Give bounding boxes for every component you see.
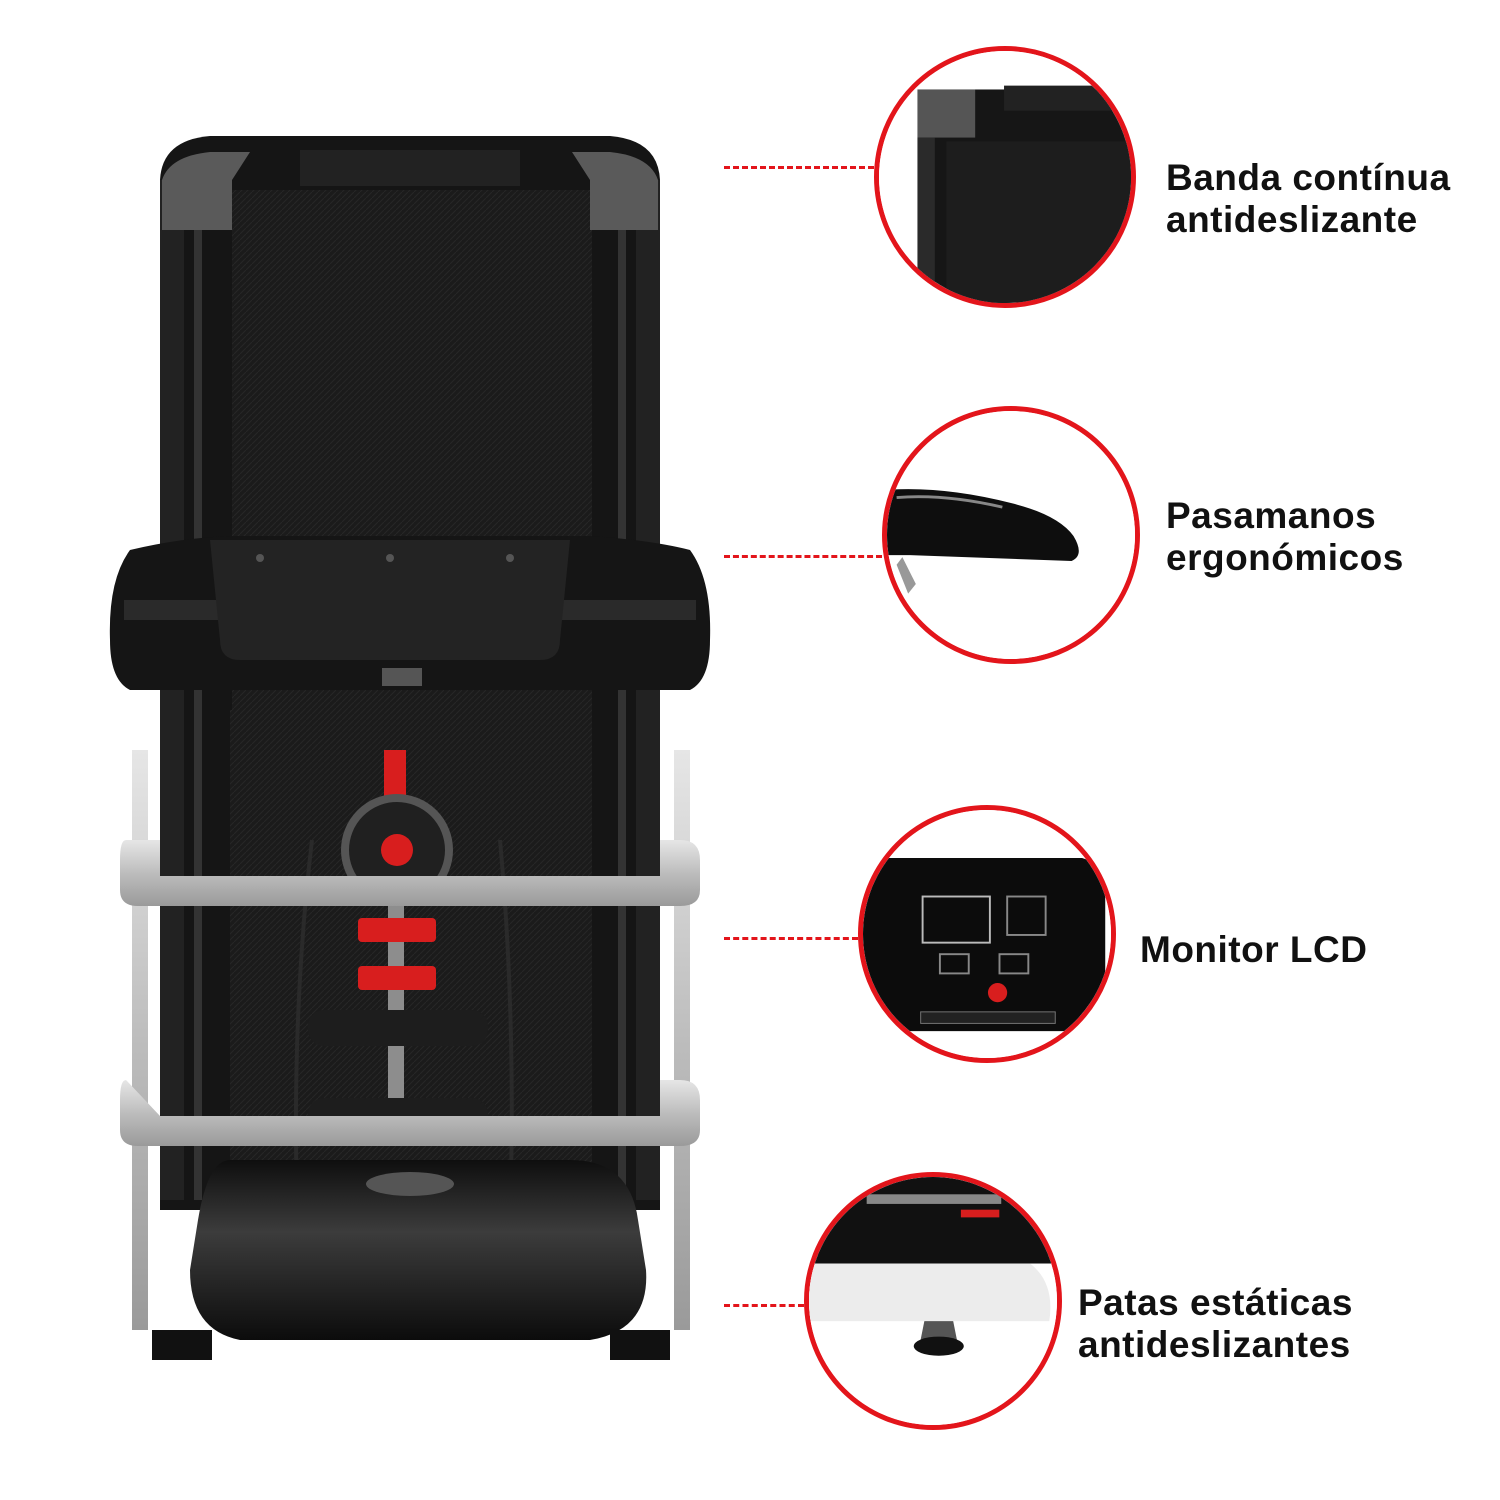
feature-label-line1: Patas estáticas [1078, 1282, 1353, 1323]
connector-dash [724, 937, 858, 940]
feature-label-line1: Banda contínua [1166, 157, 1451, 198]
foot-closeup-icon [804, 1172, 1062, 1430]
connector-dash [724, 555, 882, 558]
treadmill-illustration [109, 136, 711, 1360]
feature-label-line1: Pasamanos [1166, 495, 1377, 536]
feature-label-line2: ergonómicos [1166, 537, 1404, 578]
feature-label-belt: Banda contínua antideslizante [1166, 157, 1451, 241]
belt-closeup-icon [874, 46, 1136, 308]
treadmill-image [90, 120, 730, 1380]
connector-dash [724, 166, 874, 169]
feature-label-line2: antideslizante [1166, 199, 1418, 240]
feature-label-feet: Patas estáticas antideslizantes [1078, 1282, 1353, 1366]
feature-label-handrail: Pasamanos ergonómicos [1166, 495, 1404, 579]
connector-dash [724, 1304, 804, 1307]
feature-label-monitor: Monitor LCD [1140, 929, 1367, 971]
feature-label-line2: antideslizantes [1078, 1324, 1351, 1365]
feature-label-line1: Monitor LCD [1140, 929, 1368, 970]
lcd-monitor-closeup-icon [858, 805, 1116, 1063]
handrail-closeup-icon [882, 406, 1140, 664]
